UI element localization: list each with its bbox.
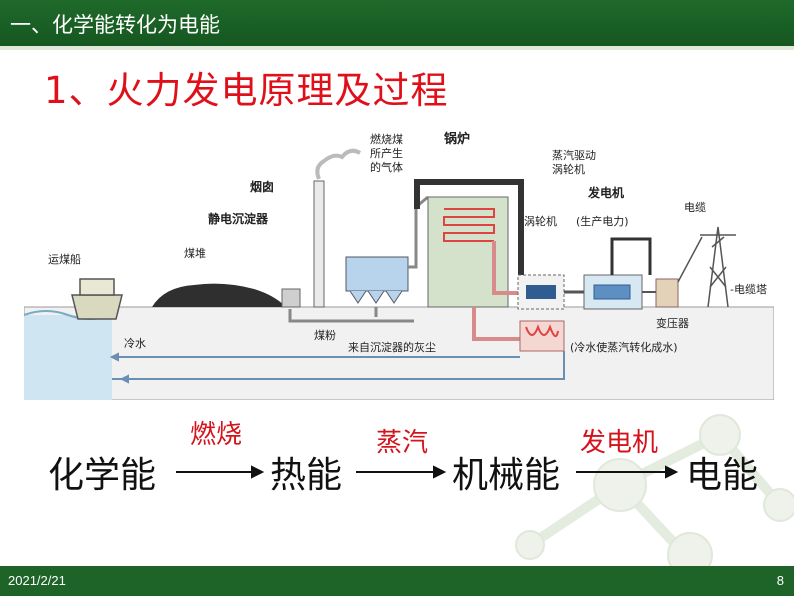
label-generator-2: (生产电力) bbox=[576, 214, 629, 228]
label-coal-ship: 运煤船 bbox=[48, 252, 81, 266]
label-coal-pile: 煤堆 bbox=[184, 247, 206, 260]
boiler bbox=[414, 179, 524, 308]
label-flue-gas-3: 的气体 bbox=[370, 160, 403, 174]
flow-step-electric: 电能 bbox=[686, 455, 758, 496]
label-cable: 电缆 bbox=[684, 201, 706, 214]
water bbox=[24, 315, 112, 400]
label-cold-water: 冷水 bbox=[124, 337, 146, 350]
power-plant-diagram: 运煤船 煤堆 烟囱 静电沉淀器 燃烧煤 所产生 的气体 锅炉 蒸汽驱动 涡轮机 … bbox=[24, 131, 774, 400]
flow-process-generator: 发电机 bbox=[580, 428, 658, 458]
label-flue-gas-1: 燃烧煤 bbox=[370, 132, 403, 146]
label-steam-turbine-2: 涡轮机 bbox=[552, 162, 585, 176]
chimney bbox=[313, 180, 325, 308]
page-number: 8 bbox=[776, 573, 784, 588]
generator bbox=[564, 237, 652, 310]
smoke bbox=[315, 148, 362, 180]
header-bar bbox=[0, 0, 794, 46]
flow-process-steam: 蒸汽 bbox=[376, 428, 428, 458]
flow-arrow-3 bbox=[576, 465, 679, 479]
turbine bbox=[517, 274, 565, 310]
label-turbine: 涡轮机 bbox=[524, 214, 557, 228]
electrostatic-precipitator bbox=[345, 256, 409, 304]
coal-pile bbox=[152, 283, 286, 307]
label-generator-1: 发电机 bbox=[587, 185, 624, 200]
header-divider bbox=[0, 46, 794, 50]
energy-flow: 化学能 热能 机械能 电能 燃烧 蒸汽 发电机 bbox=[48, 420, 758, 496]
flow-step-heat: 热能 bbox=[270, 455, 342, 496]
molecule-decoration bbox=[515, 414, 794, 566]
label-steam-turbine-1: 蒸汽驱动 bbox=[552, 148, 596, 162]
slide-title: 1、火力发电原理及过程 bbox=[44, 69, 449, 112]
label-boiler: 锅炉 bbox=[444, 131, 470, 147]
flow-process-combustion: 燃烧 bbox=[190, 420, 242, 450]
cold-water-lines bbox=[109, 351, 565, 384]
label-condense: (冷水使蒸汽转化成水) bbox=[570, 340, 678, 354]
coal-conveyor bbox=[281, 288, 301, 308]
cable-tower bbox=[677, 226, 736, 308]
footer-date: 2021/2/21 bbox=[8, 573, 66, 588]
label-flue-gas-2: 所产生 bbox=[370, 146, 403, 160]
label-cable-tower: -电缆塔 bbox=[730, 283, 767, 296]
flow-step-chemical: 化学能 bbox=[48, 455, 156, 496]
label-precipitator: 静电沉淀器 bbox=[208, 211, 269, 226]
transformer bbox=[642, 278, 679, 308]
flow-arrow-2 bbox=[356, 465, 447, 479]
gas-pipes bbox=[288, 195, 429, 323]
steam-pipes bbox=[472, 241, 524, 341]
condenser bbox=[519, 320, 565, 352]
coal-ship bbox=[71, 278, 123, 320]
label-ash: 来自沉淀器的灰尘 bbox=[348, 340, 436, 354]
section-title: 一、化学能转化为电能 bbox=[10, 13, 220, 37]
flow-arrow-1 bbox=[176, 465, 265, 479]
label-chimney: 烟囱 bbox=[250, 179, 274, 194]
label-coal-powder: 煤粉 bbox=[314, 329, 336, 342]
label-transformer: 变压器 bbox=[656, 316, 689, 330]
flow-step-mechanical: 机械能 bbox=[452, 455, 560, 496]
footer-bar: 2021/2/21 8 bbox=[0, 566, 794, 596]
